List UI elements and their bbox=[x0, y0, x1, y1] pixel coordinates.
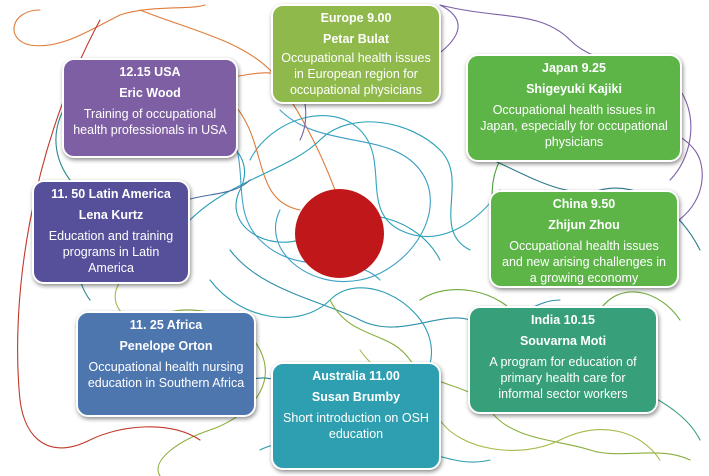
session-speaker: Shigeyuki Kajiki bbox=[526, 82, 622, 96]
session-card-latin-america: 11. 50 Latin America Lena Kurtz Educatio… bbox=[32, 180, 190, 284]
session-card-usa: 12.15 USA Eric Wood Training of occupati… bbox=[62, 58, 238, 158]
session-card-europe: Europe 9.00 Petar Bulat Occupational hea… bbox=[271, 4, 441, 104]
session-card-australia: Australia 11.00 Susan Brumby Short intro… bbox=[271, 362, 441, 470]
session-topic: Education and training programs in Latin… bbox=[48, 229, 174, 275]
session-speaker: Souvarna Moti bbox=[519, 334, 607, 348]
session-speaker: Penelope Orton bbox=[119, 339, 213, 353]
session-speaker: Susan Brumby bbox=[311, 390, 401, 404]
session-topic: Occupational health issues and new arisi… bbox=[502, 239, 666, 285]
center-circle bbox=[295, 189, 384, 278]
session-topic: Occupational health issues in Japan, esp… bbox=[480, 103, 668, 149]
session-topic: Training of occupational health professi… bbox=[73, 107, 227, 137]
session-time-region: India 10.15 bbox=[531, 313, 595, 327]
session-speaker: Eric Wood bbox=[119, 86, 181, 100]
session-topic: Occupational health nursing education in… bbox=[87, 360, 245, 390]
session-time-region: Australia 11.00 bbox=[312, 369, 400, 383]
session-time-region: Europe 9.00 bbox=[320, 11, 392, 25]
session-card-china: China 9.50 Zhijun Zhou Occupational heal… bbox=[489, 190, 679, 288]
session-time-region: Japan 9.25 bbox=[542, 61, 606, 75]
session-speaker: Zhijun Zhou bbox=[548, 218, 620, 232]
session-card-india: India 10.15 Souvarna Moti A program for … bbox=[468, 306, 658, 414]
session-topic: Short introduction on OSH education bbox=[283, 411, 429, 441]
session-time-region: 11. 25 Africa bbox=[129, 318, 203, 332]
session-time-region: China 9.50 bbox=[552, 197, 616, 211]
session-time-region: 12.15 USA bbox=[119, 65, 181, 79]
session-topic: A program for education of primary healt… bbox=[489, 355, 637, 401]
session-card-japan: Japan 9.25 Shigeyuki Kajiki Occupational… bbox=[466, 54, 682, 162]
session-speaker: Lena Kurtz bbox=[78, 208, 144, 222]
session-time-region: 11. 50 Latin America bbox=[51, 187, 171, 201]
session-speaker: Petar Bulat bbox=[323, 32, 389, 46]
session-topic: Occupational health issues in European r… bbox=[281, 51, 431, 97]
session-card-africa: 11. 25 Africa Penelope Orton Occupationa… bbox=[76, 311, 256, 417]
